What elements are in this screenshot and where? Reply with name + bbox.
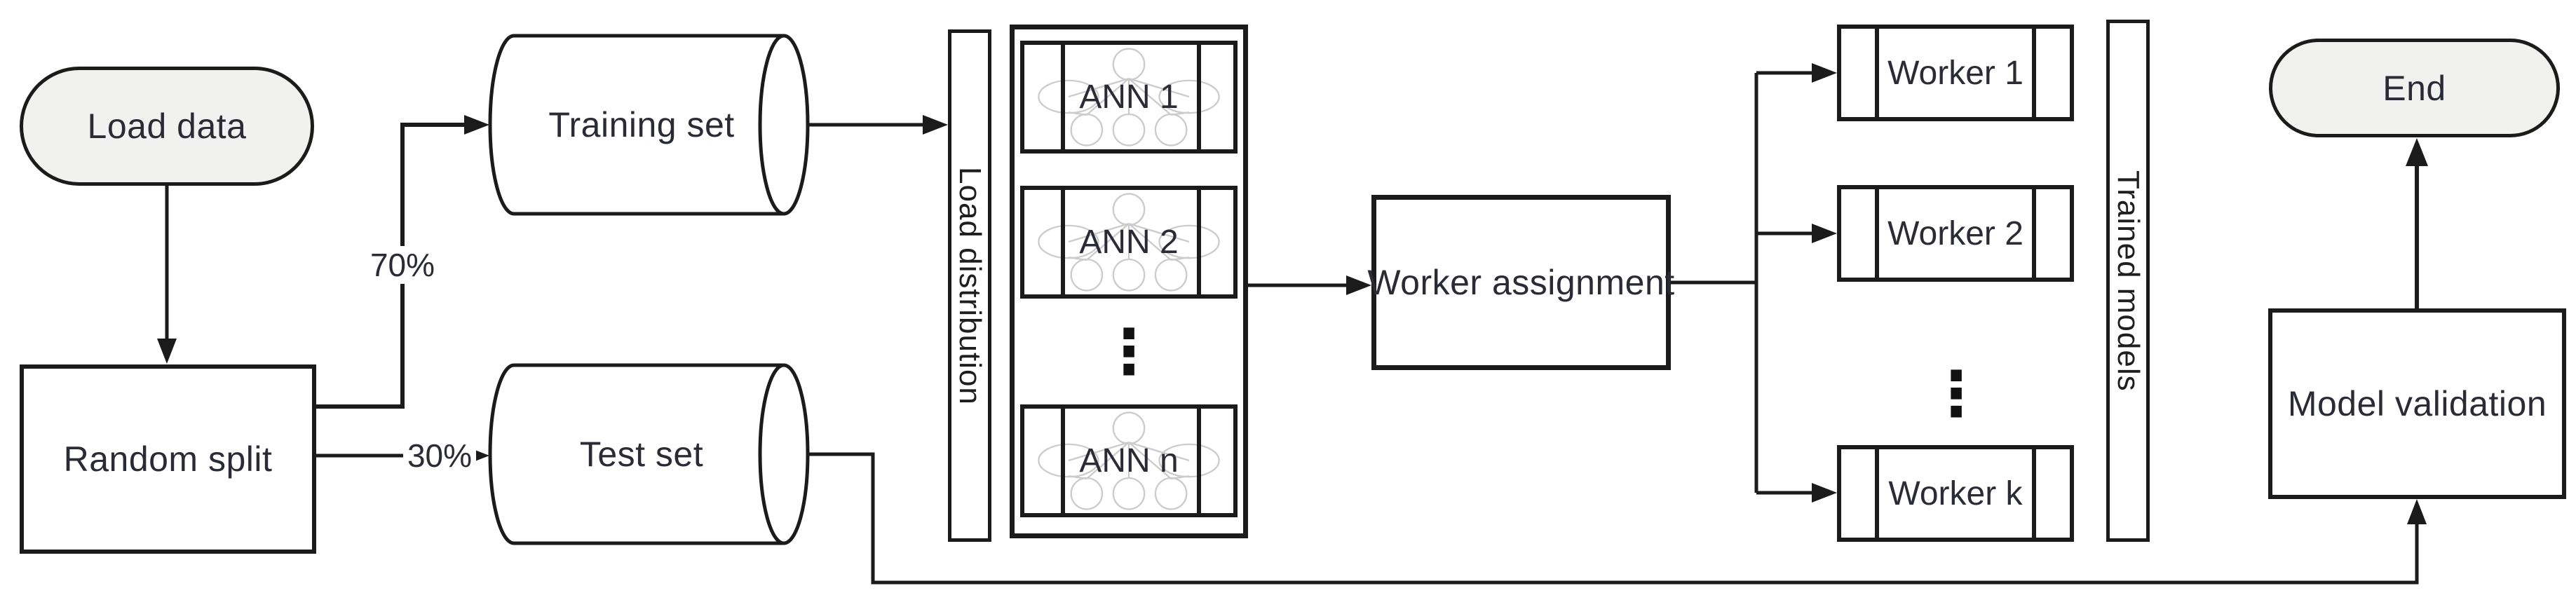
worker-ellipsis-glyph: ⋮ — [1925, 357, 1987, 430]
neural-network-icon — [1038, 411, 1220, 510]
ann-ellipsis-glyph: ⋮ — [1098, 315, 1160, 388]
predef-bar-right — [1197, 409, 1201, 513]
load-distribution-label: Load distribution — [953, 166, 987, 405]
node-ann-1: ANN 1 — [1020, 41, 1238, 154]
predef-bar-left — [1875, 29, 1879, 117]
arrowhead-workerk — [1812, 483, 1837, 503]
arrowhead-trainingset — [464, 115, 489, 135]
load-data-label: Load data — [87, 107, 247, 146]
node-ann-2: ANN 2 — [1020, 186, 1238, 299]
node-trained-models: Trained models — [2106, 20, 2150, 542]
neural-network-icon — [1038, 193, 1220, 292]
node-worker-1: Worker 1 — [1837, 25, 2074, 121]
trained-models-label: Trained models — [2111, 170, 2145, 392]
training-set-label: Training set — [548, 105, 735, 144]
node-ann-n: ANN n — [1020, 404, 1238, 517]
edge-testset-modelvalidation — [807, 452, 2419, 585]
neural-network-icon — [1038, 48, 1220, 146]
training-set-cylinder-body — [488, 34, 784, 216]
random-split-label: Random split — [63, 439, 273, 479]
end-label: End — [2382, 68, 2446, 108]
predef-bar-left — [1875, 189, 1879, 278]
node-worker-k: Worker k — [1837, 445, 2074, 542]
predef-bar-right — [2032, 189, 2036, 278]
predef-bar-right — [1197, 45, 1201, 149]
worker-1-label: Worker 1 — [1887, 54, 2023, 92]
arrowhead-worker1 — [1812, 63, 1837, 83]
predef-bar-left — [1061, 45, 1065, 149]
test-set-cylinder-body — [488, 363, 784, 545]
node-model-validation: Model validation — [2268, 308, 2566, 499]
ann-1-label: ANN 1 — [1079, 79, 1179, 116]
model-validation-label: Model validation — [2287, 384, 2547, 423]
edge-workerassignment-trunk — [1671, 73, 1758, 493]
arrowhead-down-randomsplit — [157, 339, 177, 364]
predef-bar-right — [1197, 190, 1201, 294]
worker-ellipsis-dots: ⋮ — [1925, 359, 1987, 429]
arrowhead-up-modelvalidation — [2407, 499, 2427, 524]
arrowhead-loaddistribution — [923, 115, 948, 135]
node-load-distribution: Load distribution — [948, 29, 991, 542]
ann-n-label: ANN n — [1079, 442, 1179, 479]
predef-bar-left — [1875, 449, 1879, 538]
worker-k-label: Worker k — [1888, 475, 2023, 512]
worker-assignment-label: Worker assignment — [1367, 263, 1675, 302]
arrowhead-end — [2406, 138, 2428, 166]
node-end: End — [2269, 39, 2560, 137]
worker-2-label: Worker 2 — [1887, 214, 2023, 252]
edge-label-30pct: 30% — [398, 436, 482, 475]
node-test-set: Test set — [501, 433, 782, 475]
split-70pct-text: 70% — [365, 246, 440, 284]
predef-bar-right — [2032, 29, 2036, 117]
split-30pct-text: 30% — [402, 437, 477, 475]
node-load-data: Load data — [20, 67, 314, 186]
node-worker-assignment: Worker assignment — [1367, 195, 1674, 370]
predef-bar-right — [2032, 449, 2036, 538]
node-training-set: Training set — [501, 104, 782, 146]
arrowhead-workerassignment — [1346, 275, 1371, 295]
ann-2-label: ANN 2 — [1079, 224, 1179, 261]
predef-bar-left — [1061, 190, 1065, 294]
node-random-split: Random split — [20, 364, 316, 554]
edge-label-70pct: 70% — [360, 245, 445, 285]
predef-bar-left — [1061, 409, 1065, 513]
ann-ellipsis-dots: ⋮ — [1098, 317, 1160, 387]
test-set-label: Test set — [579, 435, 704, 474]
node-worker-2: Worker 2 — [1837, 185, 2074, 282]
arrowhead-worker2 — [1812, 224, 1837, 243]
